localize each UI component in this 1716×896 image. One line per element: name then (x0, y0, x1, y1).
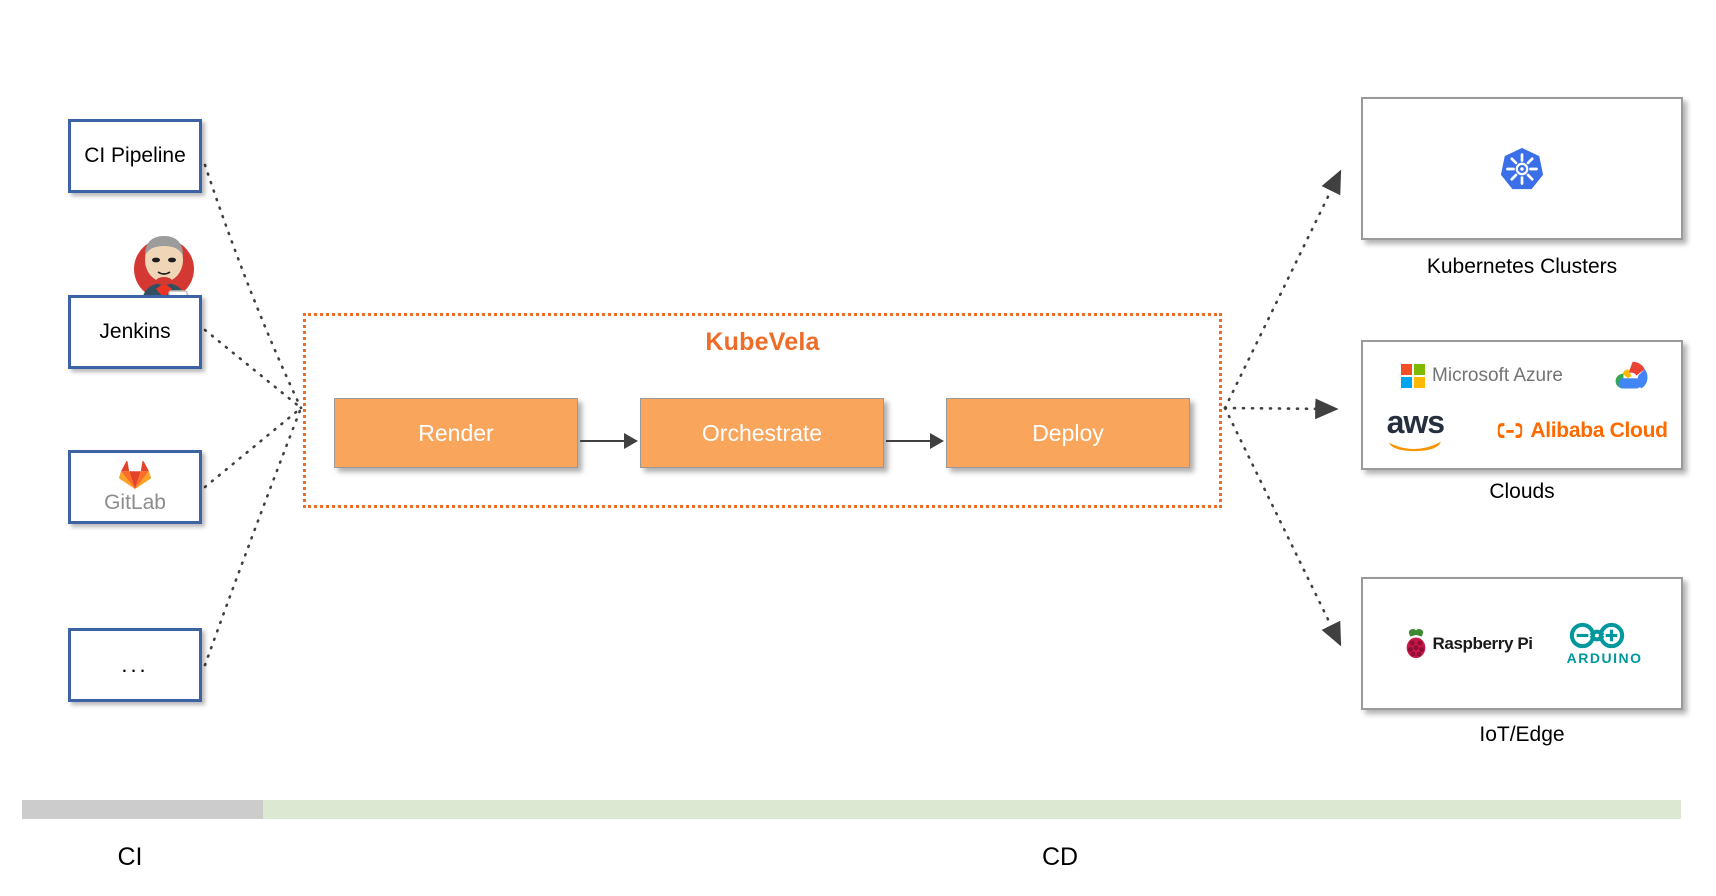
arduino-label: ARDUINO (1566, 650, 1643, 666)
arrow-orchestrate-to-deploy (886, 433, 944, 449)
ci-phase-bar (22, 800, 263, 819)
gitlab-fox-icon (119, 460, 151, 490)
alibaba-label: Alibaba Cloud (1530, 419, 1668, 443)
target-box-clouds[interactable]: Microsoft Azure aws (1361, 340, 1683, 470)
process-label-render: Render (418, 419, 494, 446)
source-box-more[interactable]: ... (68, 628, 202, 702)
raspberry-pi-icon: Raspberry Pi (1402, 628, 1533, 660)
source-box-jenkins[interactable]: Jenkins (68, 295, 202, 369)
process-box-deploy[interactable]: Deploy (946, 398, 1190, 468)
azure-label: Microsoft Azure (1432, 365, 1563, 387)
process-label-orchestrate: Orchestrate (701, 419, 823, 446)
clouds-logo-row-top: Microsoft Azure (1358, 358, 1686, 395)
target-caption-iot: IoT/Edge (1479, 723, 1565, 746)
source-label-jenkins: Jenkins (99, 320, 171, 343)
target-box-iot[interactable]: Raspberry Pi ARDUINO (1361, 577, 1683, 710)
azure-squares (1401, 364, 1426, 389)
raspberry-pi-label: Raspberry Pi (1432, 633, 1533, 653)
arrow-render-to-orchestrate (580, 433, 638, 449)
source-box-ci-pipeline[interactable]: CI Pipeline (68, 119, 202, 193)
clouds-logo-row-bottom: aws Alibaba Cloud (1358, 406, 1686, 452)
arrow-shaft (580, 440, 626, 442)
microsoft-azure-icon: Microsoft Azure (1401, 364, 1563, 389)
aws-label: aws (1386, 404, 1445, 441)
kubevela-container: KubeVela (303, 313, 1222, 508)
cd-phase-bar (263, 800, 1681, 819)
target-caption-clouds: Clouds (1489, 480, 1555, 503)
kubevela-title: KubeVela (705, 328, 820, 356)
google-cloud-icon (1605, 358, 1653, 395)
process-box-orchestrate[interactable]: Orchestrate (640, 398, 884, 468)
target-box-kubernetes[interactable] (1361, 97, 1683, 240)
process-label-deploy: Deploy (1032, 419, 1104, 446)
kubernetes-helm-icon (1499, 146, 1545, 192)
target-caption-kubernetes: Kubernetes Clusters (1426, 255, 1618, 278)
alibaba-cloud-icon: Alibaba Cloud (1496, 419, 1668, 443)
source-label-ci-pipeline: CI Pipeline (84, 144, 186, 167)
process-box-render[interactable]: Render (334, 398, 578, 468)
source-label-gitlab: GitLab (104, 490, 166, 514)
aws-icon: aws (1386, 406, 1445, 452)
cd-phase-label: CD (1041, 843, 1079, 871)
arrow-head (624, 433, 638, 449)
iot-logo-row: Raspberry Pi ARDUINO (1402, 621, 1643, 666)
arduino-icon: ARDUINO (1567, 621, 1643, 666)
ci-phase-label: CI (117, 843, 143, 871)
arrow-head (930, 433, 944, 449)
source-box-gitlab[interactable]: GitLab (68, 450, 202, 524)
arrow-shaft (886, 440, 932, 442)
source-label-more: ... (121, 652, 149, 677)
